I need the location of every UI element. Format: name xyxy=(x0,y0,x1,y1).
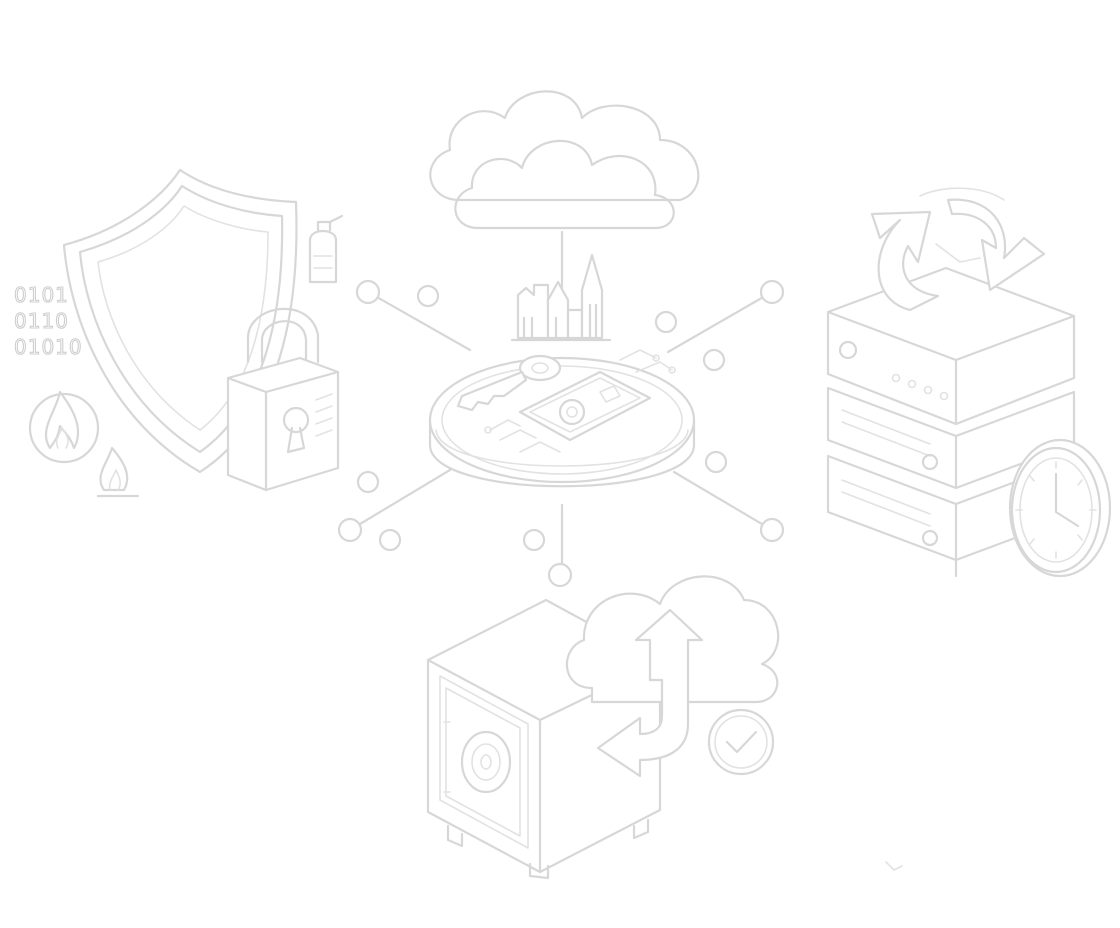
binary-code: 0101 0110 01010 xyxy=(13,282,83,359)
node-dot xyxy=(378,528,402,552)
cloud-upload-icon xyxy=(565,575,780,778)
binary-line: 0110 xyxy=(14,309,69,333)
circuit-chip-icon xyxy=(428,253,696,488)
node-dot xyxy=(547,562,573,588)
cloud-icon xyxy=(429,90,700,230)
node-dot xyxy=(704,450,728,474)
node-dot xyxy=(356,470,380,494)
checkmark-icon xyxy=(707,708,775,776)
clock-icon xyxy=(1008,438,1112,578)
binary-line: 01010 xyxy=(14,335,83,359)
sync-arrows-icon xyxy=(870,187,1046,312)
node-dot xyxy=(355,279,381,305)
key-icon xyxy=(456,354,562,412)
flame-icon xyxy=(96,446,140,498)
node-dot xyxy=(759,279,785,305)
node-dot xyxy=(654,310,678,334)
sparkle-mark xyxy=(885,861,903,871)
node-dot xyxy=(337,517,363,543)
flame-icon xyxy=(28,390,100,464)
node-dot xyxy=(522,528,546,552)
node-dot xyxy=(702,348,726,372)
node-dot xyxy=(416,284,440,308)
gear-icon xyxy=(518,370,652,442)
node-dot xyxy=(759,517,785,543)
server-stack-icon xyxy=(826,266,1076,578)
binary-line: 0101 xyxy=(14,283,69,307)
padlock-icon xyxy=(226,307,340,492)
shield-icon xyxy=(62,168,298,474)
network-connectors xyxy=(337,230,785,588)
fire-extinguisher-icon xyxy=(308,214,344,284)
castle-icon xyxy=(510,253,612,342)
